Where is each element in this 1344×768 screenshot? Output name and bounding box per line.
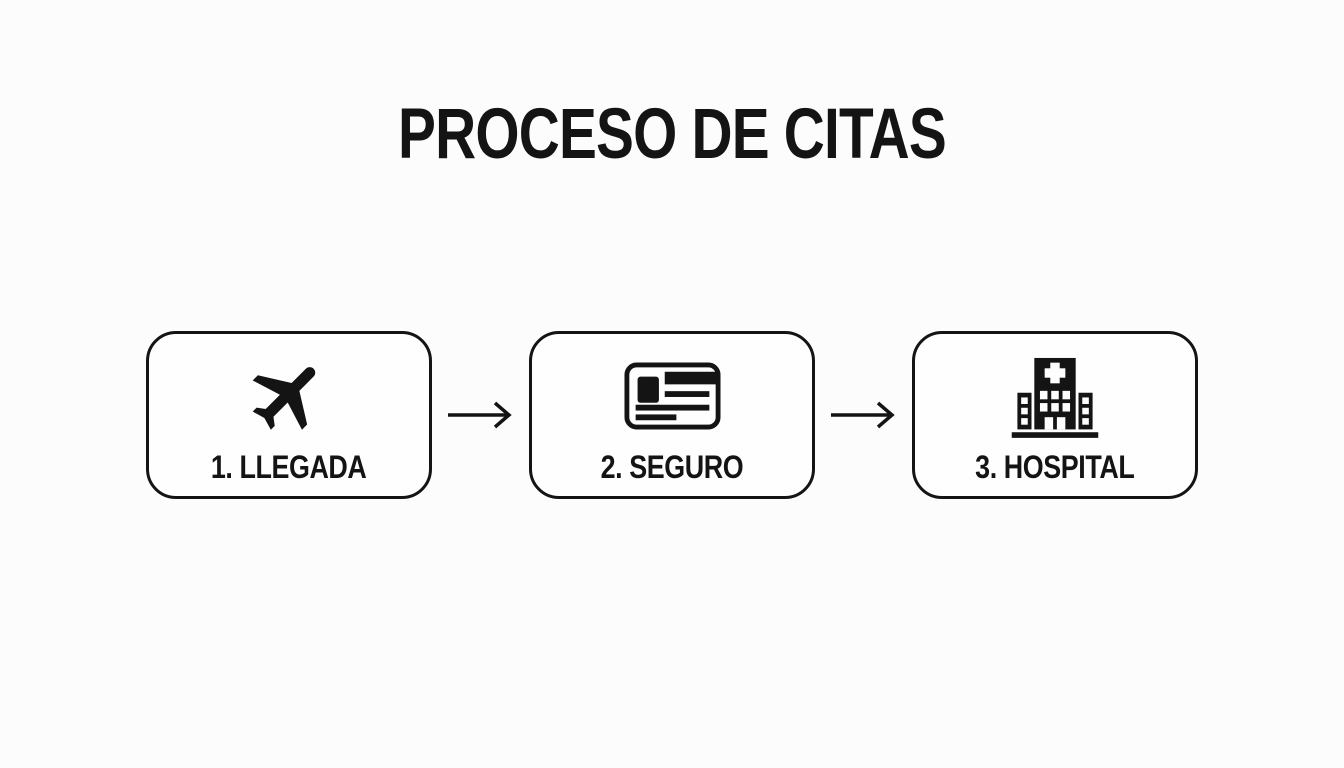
step-label-hospital: 3. HOSPITAL [975,449,1135,485]
step-box-hospital: 3. HOSPITAL [912,331,1198,499]
airplane-icon [245,348,333,444]
arrow-right-icon [432,331,529,499]
arrow-right-icon [815,331,912,499]
step-box-llegada: 1. LLEGADA [146,331,432,499]
diagram-title: PROCESO DE CITAS [398,95,947,174]
id-card-icon [623,348,721,444]
step-box-seguro: 2. SEGURO [529,331,815,499]
process-flow: 1. LLEGADA 2. SEGURO [0,331,1344,499]
hospital-icon [1008,348,1102,444]
step-label-llegada: 1. LLEGADA [211,449,367,485]
step-label-seguro: 2. SEGURO [600,449,744,485]
